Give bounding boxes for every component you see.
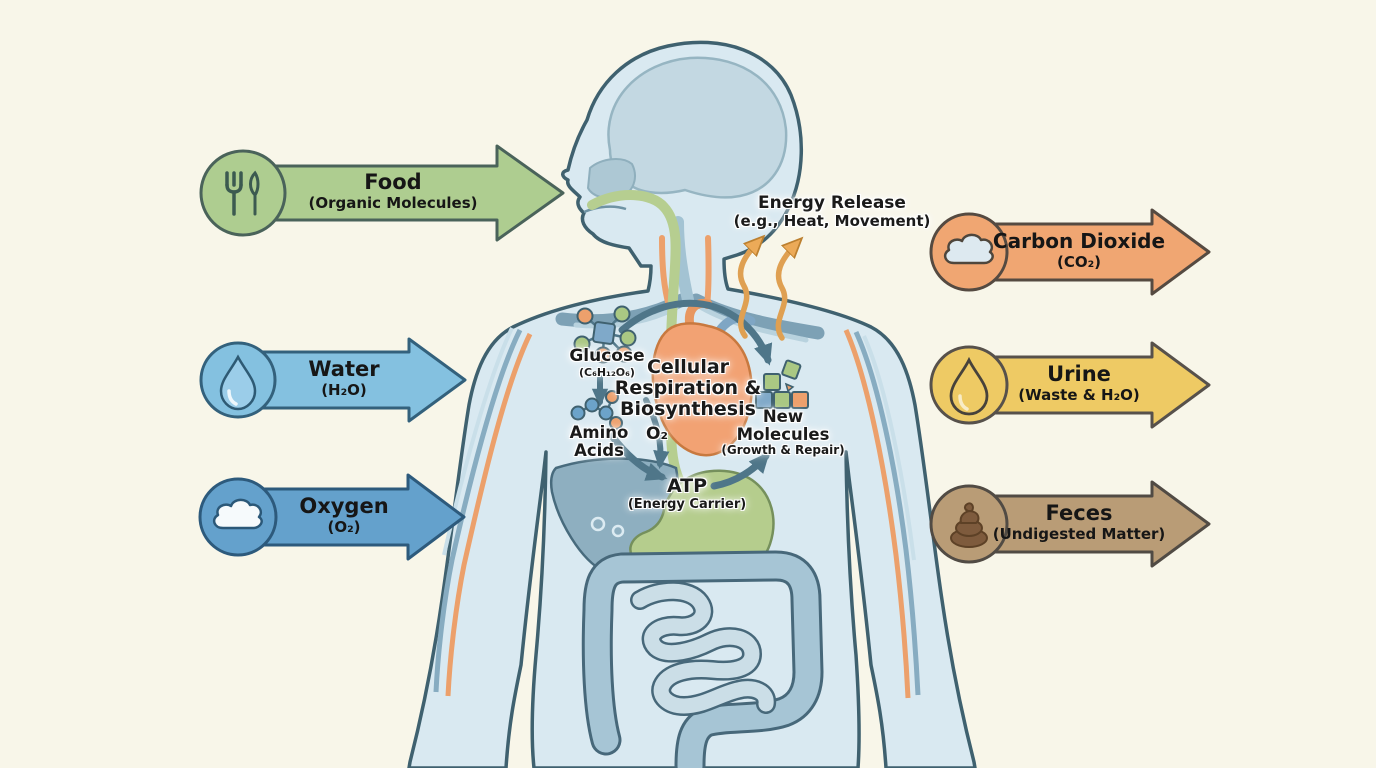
glucose-to-newmolecules-arc [618,299,773,366]
energy-release-arrows [737,240,798,341]
food-label: Food [364,170,422,194]
amino-acid-molecule-icon [570,390,623,430]
glucose-label: Glucose (C₆H₁₂O₆) [569,346,645,380]
small-intestine-shape [632,583,774,714]
glucose-molecule-icon [573,305,637,364]
energy-wavy-arrow [737,240,760,339]
neck-vessel-orange-left [659,235,672,309]
food-icon-circle [199,149,287,237]
glucose-formula: (C₆H₁₂O₆) [579,366,635,379]
right-arm-vessel-orange [843,328,911,699]
atp-subtitle: (Energy Carrier) [627,497,747,512]
cellular-line1: Cellular [646,356,730,378]
esophagus-shape [587,190,691,497]
poop-icon [950,502,988,548]
co2-cloud-icon [943,233,994,265]
metabolic-flow-arrows [591,299,773,490]
output-arrow-urine: Urine (Waste & H₂O) [928,340,1212,430]
urine-label: Urine [1047,362,1111,386]
energy-release-title: Energy Release [758,193,906,213]
new-molecules-label: New Molecules (Growth & Repair) [721,408,844,457]
oxygen-sublabel: (O₂) [327,518,361,536]
mouth-line [583,205,627,214]
heart-shape [651,322,753,457]
cellular-line3: Biosynthesis [620,398,756,420]
food-sublabel: (Organic Molecules) [308,194,478,212]
feces-arrow-shape [969,480,1211,568]
liver-bubble [590,516,606,532]
energy-release-subtitle: (e.g., Heat, Movement) [733,212,931,230]
input-arrow-food: Food (Organic Molecules) [197,141,569,245]
new-molecules-squares-icon [755,359,809,409]
aminoacids-to-atp-arrow [608,432,668,481]
cellular-respiration-label: Cellular Respiration & Biosynthesis [615,357,762,420]
large-intestine-shape [584,553,821,768]
left-arm-vessel-blue [433,328,523,693]
o2-to-atp-arrow [643,397,670,470]
oxygen-label: Oxygen [299,494,389,518]
new-molecules-subtitle: (Growth & Repair) [721,443,845,457]
o2-text: O₂ [646,424,668,444]
food-arrow-shape [243,144,565,242]
new-molecules-line2: Molecules [736,425,830,444]
o2-label: O₂ [646,425,668,444]
water-arrow-shape [238,337,467,423]
output-arrow-carbon-dioxide: Carbon Dioxide (CO₂) [928,207,1212,297]
fork-knife-icon [225,170,260,216]
water-drop-icon [219,354,257,411]
left-arm-vessel-orange [445,332,533,697]
amino-line1: Amino [569,423,629,442]
energy-release-label: Energy Release (e.g., Heat, Movement) [734,194,931,230]
nasal-cavity-shape [586,158,636,200]
right-arm-vessel-light [862,335,916,561]
energy-wavy-arrow [775,242,798,341]
feces-label: Feces [1045,501,1113,525]
water-label: Water [308,357,380,381]
carbon-dioxide-label: Carbon Dioxide [992,229,1166,253]
atp-label: ATP (Energy Carrier) [627,475,747,513]
input-arrow-water: Water (H₂O) [198,337,468,423]
urine-icon-circle [929,345,1009,425]
atp-to-newmolecules-arrow [710,451,770,490]
water-sublabel: (H₂O) [321,381,367,399]
amino-line2: Acids [574,441,624,460]
oxygen-arrow-shape [238,473,466,561]
amino-acids-label: Amino Acids [570,424,629,460]
new-molecules-line1: New [762,407,804,426]
urine-drop-icon [949,356,989,416]
co2-arrow-shape [969,208,1211,296]
liver-bubble [611,524,625,538]
cellular-line2: Respiration & [614,377,762,399]
glucose-title: Glucose [569,346,645,366]
neck-vessel-orange-right [704,235,712,309]
right-arm-vessel-blue [853,330,921,696]
urine-arrow-shape [969,341,1211,429]
output-arrow-feces: Feces (Undigested Matter) [928,479,1212,569]
feces-sublabel: (Undigested Matter) [992,525,1166,543]
input-arrow-oxygen: Oxygen (O₂) [198,473,468,561]
atp-title: ATP [666,475,708,497]
oxygen-cloud-icon [212,498,263,530]
urine-sublabel: (Waste & H₂O) [1018,386,1140,404]
carbon-dioxide-sublabel: (CO₂) [1056,253,1102,271]
